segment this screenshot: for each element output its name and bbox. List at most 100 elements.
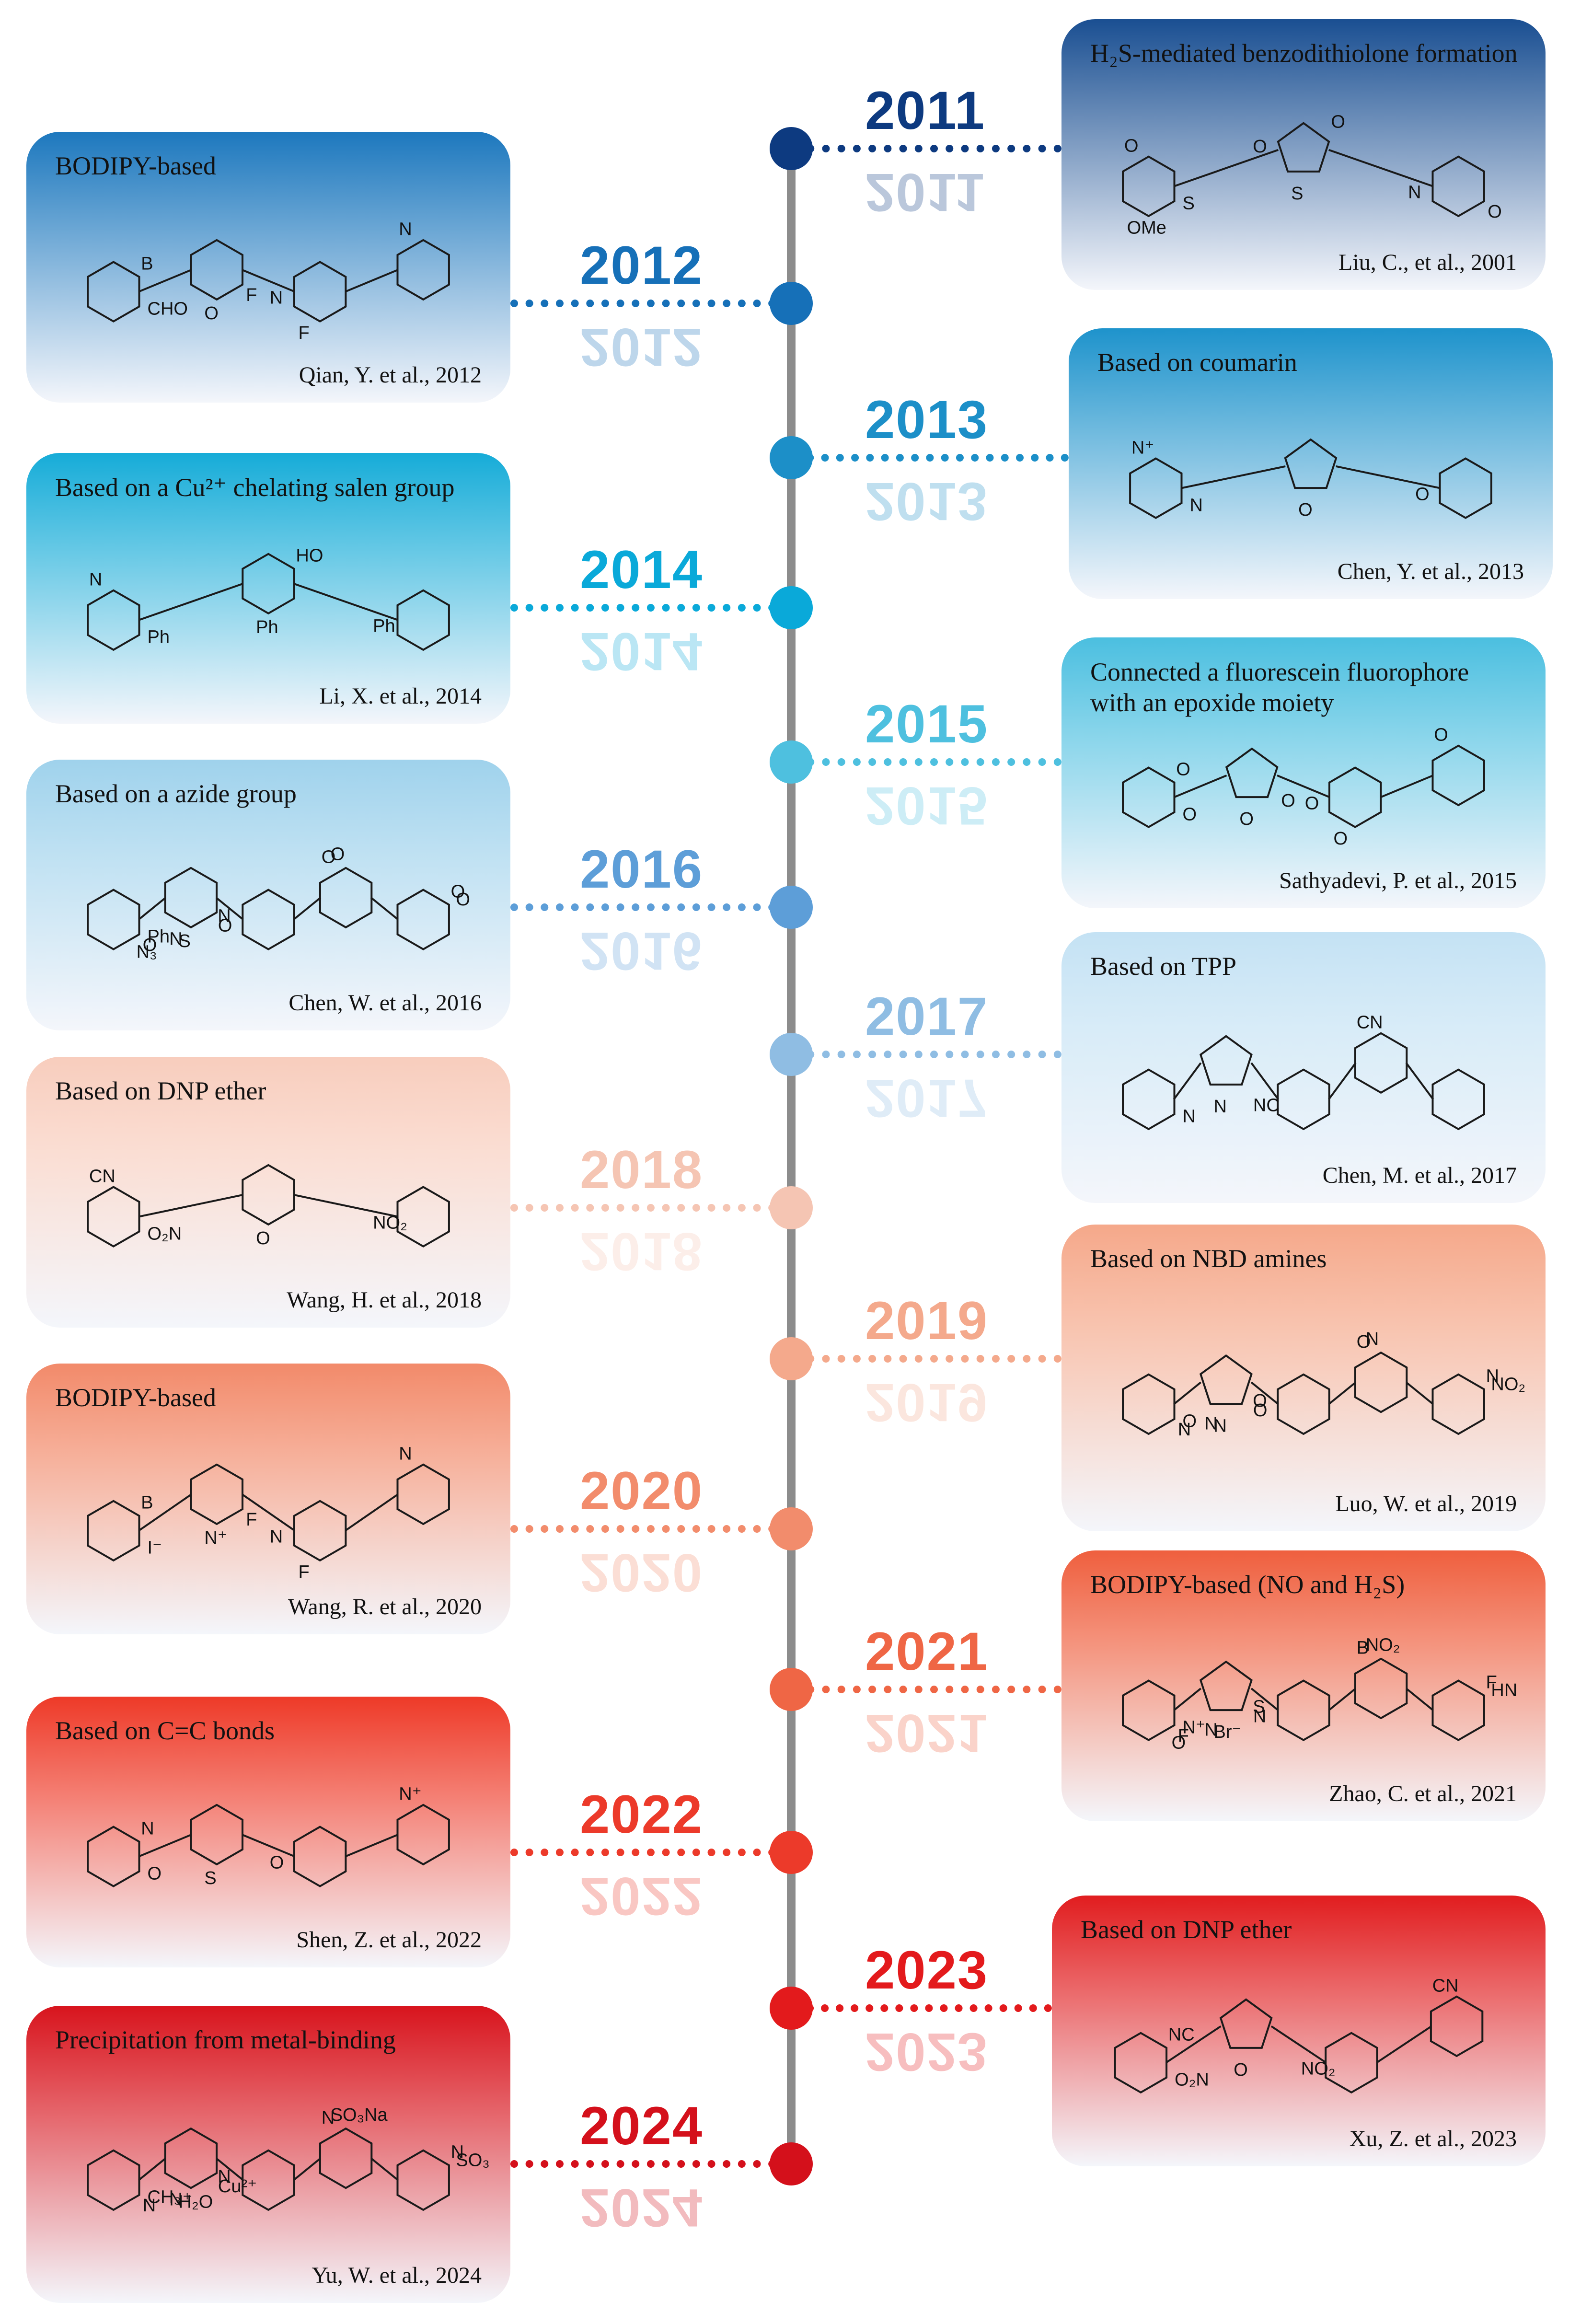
chain-bond (1270, 2025, 1327, 2064)
atom-label: O (1234, 2060, 1248, 2080)
atom-label: O (218, 916, 232, 936)
ring-bond (242, 1164, 295, 1226)
ring-bond (1354, 1032, 1408, 1094)
chain-bond (138, 1193, 243, 1218)
card-title: Based on DNP ether (1081, 1915, 1292, 1944)
year-node (770, 2142, 813, 2185)
year-node (770, 436, 813, 479)
atom-label: CN (1432, 1976, 1459, 1996)
atom-label: N (1190, 495, 1203, 515)
connector-dots (791, 1355, 1061, 1363)
year-label: 2016 (580, 839, 704, 899)
ring-bond (190, 239, 243, 301)
year-node (770, 740, 813, 784)
connector-dots (510, 1525, 791, 1533)
card-title: Based on a azide group (55, 779, 297, 808)
year-reflection: 2012 (580, 317, 704, 377)
ring-bond (1122, 1679, 1176, 1741)
atom-label: N⁺ (1183, 1717, 1206, 1737)
atom-label: N (1214, 1097, 1227, 1117)
citation: Chen, Y. et al., 2013 (1337, 559, 1524, 584)
atom-label: NO₂ (373, 1213, 407, 1233)
year-label: 2015 (865, 694, 989, 754)
year-node (770, 886, 813, 929)
card-title: H₂S-mediated benzodithiolone formation (1090, 39, 1518, 68)
ring-bond (1277, 122, 1330, 173)
ring-bond (87, 1500, 140, 1562)
atom-label: N₃ (137, 942, 157, 962)
atom-label: O (456, 890, 470, 910)
chain-bond (1376, 2025, 1432, 2064)
atom-label: O (1176, 760, 1190, 780)
chain-bond (345, 1834, 399, 1858)
chain-bond (370, 897, 399, 921)
atom-label: N (1253, 1707, 1266, 1727)
atom-label: N⁺ (169, 2190, 192, 2210)
atom-label: Ph (148, 627, 170, 647)
citation: Yu, W. et al., 2024 (311, 2263, 482, 2288)
year-reflection: 2021 (865, 1703, 989, 1763)
ring-bond (1122, 1373, 1176, 1435)
year-label: 2022 (580, 1784, 704, 1844)
atom-label: F (246, 285, 257, 305)
chain-bond (242, 1834, 295, 1858)
ring-bond (293, 1826, 347, 1887)
atom-label: CN (89, 1166, 115, 1186)
chain-bond (215, 897, 244, 921)
atom-label: N (169, 929, 182, 949)
atom-label: N (218, 2167, 231, 2187)
card-title: Based on NBD amines (1090, 1244, 1327, 1273)
atom-label: O (1334, 829, 1348, 849)
chain-bond (1165, 2025, 1222, 2064)
ring-bond (1354, 1657, 1408, 1720)
ring-bond (319, 2127, 373, 2189)
atom-label: N⁺ (399, 1784, 422, 1804)
ring-bond (1129, 457, 1183, 519)
year-label: 2021 (865, 1621, 989, 1681)
ring-bond (1431, 744, 1485, 807)
atom-label: O (256, 1228, 270, 1249)
card-title: Based on TPP (1090, 952, 1237, 981)
chain-bond (241, 1493, 296, 1532)
atom-label: O (1172, 1733, 1186, 1753)
atom-label: O₂N (1175, 2070, 1209, 2090)
chain-bond (138, 2157, 166, 2181)
chain-bond (215, 2157, 244, 2181)
chain-bond (345, 269, 399, 293)
atom-label: Cu²⁺ (218, 2176, 257, 2197)
year-node (770, 1668, 813, 1711)
atom-label: O (148, 1863, 162, 1884)
atom-label: O (1331, 112, 1345, 132)
ring-bond (293, 261, 347, 323)
atom-label: HN (1491, 1680, 1517, 1700)
ring-bond (190, 1463, 243, 1526)
chain-bond (1173, 149, 1279, 187)
chain-bond (345, 1493, 399, 1532)
citation: Qian, Y. et al., 2012 (299, 362, 482, 388)
year-reflection: 2014 (580, 622, 704, 682)
chain-bond (138, 269, 192, 293)
year-reflection: 2018 (580, 1222, 704, 1282)
atom-label: I⁻ (148, 1538, 162, 1558)
citation: Sathyadevi, P. et al., 2015 (1279, 868, 1517, 893)
ring-bond (396, 589, 450, 651)
ring-bond (1199, 1035, 1253, 1086)
citation: Zhao, C. et al., 2021 (1329, 1781, 1517, 1806)
atom-label: O (1239, 809, 1254, 829)
atom-label: NO₂ (1366, 1635, 1400, 1655)
chain-bond (1380, 775, 1434, 798)
atom-label: N (1183, 1107, 1196, 1127)
chain-bond (1173, 1688, 1201, 1711)
